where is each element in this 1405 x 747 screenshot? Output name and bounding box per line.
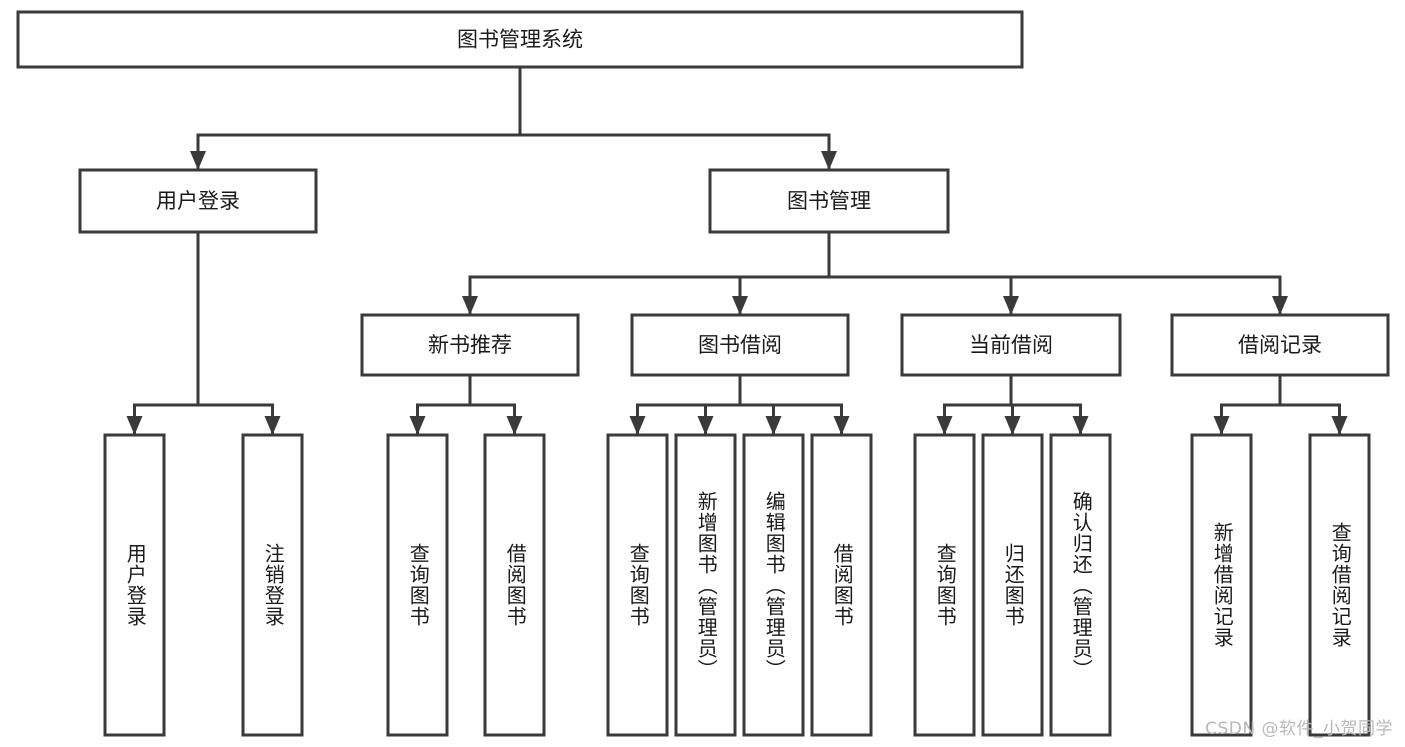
level1-node-0-label: 用户登录: [156, 189, 240, 213]
leaf-node-5[interactable]: [674, 433, 737, 737]
level1-node-0[interactable]: 用户登录: [78, 168, 318, 234]
leaf-node-rect: [742, 433, 805, 737]
arrow-down-icon-leaf-11: [1213, 416, 1230, 435]
leaf-node-11[interactable]: [1190, 433, 1253, 737]
leaf-node-rect: [810, 433, 873, 737]
arrow-down-icon-leaf-6: [765, 416, 782, 435]
arrow-down-icon-leaf-10: [1072, 416, 1089, 435]
level1-node-rect: [708, 168, 950, 234]
leaf-node-rect: [981, 433, 1044, 737]
arrow-down-icon-leaf-3: [506, 416, 523, 435]
arrow-down-icon-leaf-4: [629, 416, 646, 435]
level2-node-0[interactable]: 新书推荐: [360, 313, 580, 377]
leaf-node-2[interactable]: [386, 433, 449, 737]
level2-node-2[interactable]: 当前借阅: [900, 313, 1122, 377]
level2-node-0-label: 新书推荐: [428, 333, 512, 357]
arrow-down-icon-leaf-1: [264, 416, 281, 435]
leaf-node-rect: [606, 433, 669, 737]
leaf-node-10[interactable]: [1049, 433, 1112, 737]
level2-node-1[interactable]: 图书借阅: [630, 313, 850, 377]
leaf-node-rect: [674, 433, 737, 737]
leaf-node-3[interactable]: [483, 433, 546, 737]
arrow-down-icon-leaf-12: [1331, 416, 1348, 435]
leaf-node-rect: [1190, 433, 1253, 737]
arrow-down-icon-l1-1: [821, 151, 837, 170]
arrow-down-icon-leaf-8: [936, 416, 953, 435]
edges-layer: [126, 65, 1348, 435]
leaf-node-rect: [241, 433, 304, 737]
arrow-down-icon-l2-0: [462, 296, 478, 315]
level2-node-3[interactable]: 借阅记录: [1170, 313, 1390, 377]
level2-node-1-label: 图书借阅: [698, 333, 782, 357]
level2-node-3-label: 借阅记录: [1238, 333, 1322, 357]
root-node-label: 图书管理系统: [457, 28, 583, 52]
leaf-node-rect: [103, 433, 166, 737]
level2-node-rect: [1170, 313, 1390, 377]
level2-node-rect: [900, 313, 1122, 377]
level1-node-1-label: 图书管理: [787, 189, 871, 213]
level2-node-rect: [630, 313, 850, 377]
arrow-down-icon-leaf-2: [409, 416, 426, 435]
level1-node-rect: [78, 168, 318, 234]
leaf-node-7[interactable]: [810, 433, 873, 737]
arrow-down-icon-leaf-7: [833, 416, 850, 435]
leaf-node-1[interactable]: [241, 433, 304, 737]
arrow-down-icon-leaf-0: [126, 416, 143, 435]
leaf-node-rect: [483, 433, 546, 737]
leaf-node-rect: [913, 433, 976, 737]
root-node-rect: [16, 10, 1024, 69]
leaf-node-6[interactable]: [742, 433, 805, 737]
arrow-down-icon-l1-0: [190, 151, 206, 170]
leaf-node-rect: [1049, 433, 1112, 737]
arrow-down-icon-l2-1: [732, 296, 748, 315]
level1-node-1[interactable]: 图书管理: [708, 168, 950, 234]
root-node[interactable]: 图书管理系统: [16, 10, 1024, 69]
arrow-down-icon-l2-3: [1272, 296, 1288, 315]
leaf-node-9[interactable]: [981, 433, 1044, 737]
watermark: CSDN @软件_小贺同学: [1205, 719, 1393, 739]
arrow-down-icon-l2-2: [1003, 296, 1019, 315]
arrow-down-icon-leaf-5: [697, 416, 714, 435]
leaf-node-4[interactable]: [606, 433, 669, 737]
leaf-node-8[interactable]: [913, 433, 976, 737]
level2-node-rect: [360, 313, 580, 377]
leaf-node-0[interactable]: [103, 433, 166, 737]
leaf-node-12[interactable]: [1308, 433, 1371, 737]
arrow-down-icon-leaf-9: [1004, 416, 1021, 435]
leaf-node-rect: [1308, 433, 1371, 737]
leaf-node-rect: [386, 433, 449, 737]
level2-node-2-label: 当前借阅: [969, 333, 1053, 357]
